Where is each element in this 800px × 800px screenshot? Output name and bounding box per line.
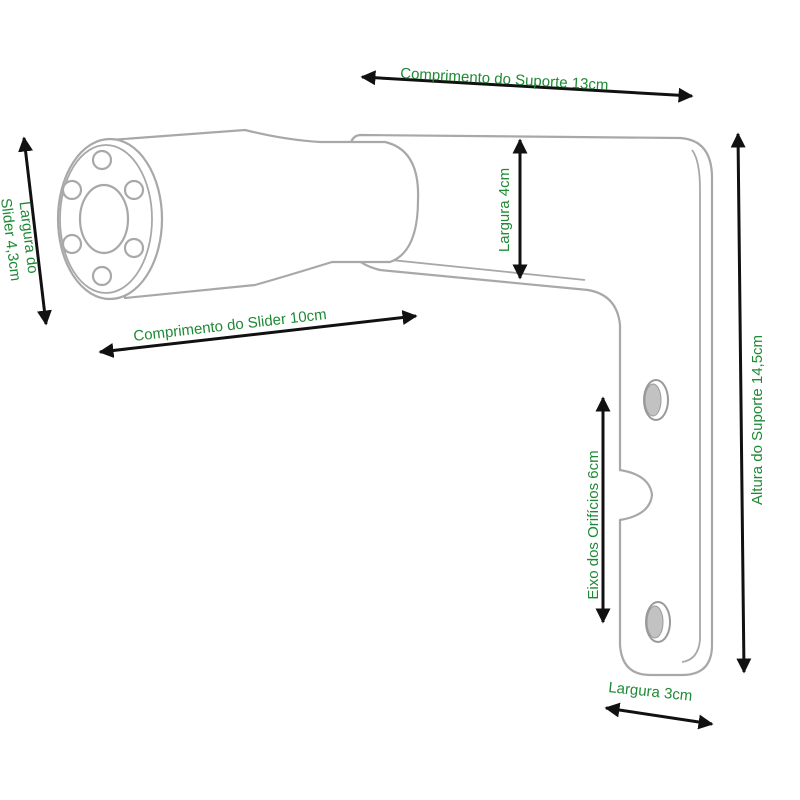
arrow-slider-width bbox=[18, 136, 52, 326]
label-slider-width: Largura do Slider 4,3cm bbox=[0, 197, 41, 282]
bracket-plate-edge bbox=[681, 149, 701, 663]
label-bracket-length: Comprimento do Suporte 13cm bbox=[400, 65, 609, 94]
slider-center-hole bbox=[78, 183, 130, 255]
mounting-hole-top bbox=[643, 379, 669, 421]
plate-boss bbox=[618, 468, 654, 522]
label-slider-length: Comprimento do Slider 10cm bbox=[133, 306, 328, 345]
arrow-bracket-height bbox=[730, 132, 752, 674]
slider-face-holes bbox=[61, 149, 145, 287]
arrow-bracket-length bbox=[360, 70, 694, 103]
bracket-arm-edge bbox=[371, 257, 586, 281]
slider-face-rim bbox=[59, 144, 153, 294]
label-plate-width: Largura 3cm bbox=[608, 679, 694, 705]
arrow-plate-width bbox=[604, 702, 714, 730]
dimension-arrows bbox=[18, 70, 752, 730]
label-bracket-height: Altura do Suporte 14,5cm bbox=[749, 335, 766, 505]
label-holes-axis: Eixo dos Orifícios 6cm bbox=[585, 450, 602, 599]
arrow-slider-length bbox=[98, 310, 418, 358]
label-arm-width: Largura 4cm bbox=[496, 168, 513, 252]
bracket-drawing bbox=[56, 128, 714, 677]
slider-body bbox=[108, 128, 420, 300]
mounting-hole-bottom bbox=[645, 601, 671, 643]
